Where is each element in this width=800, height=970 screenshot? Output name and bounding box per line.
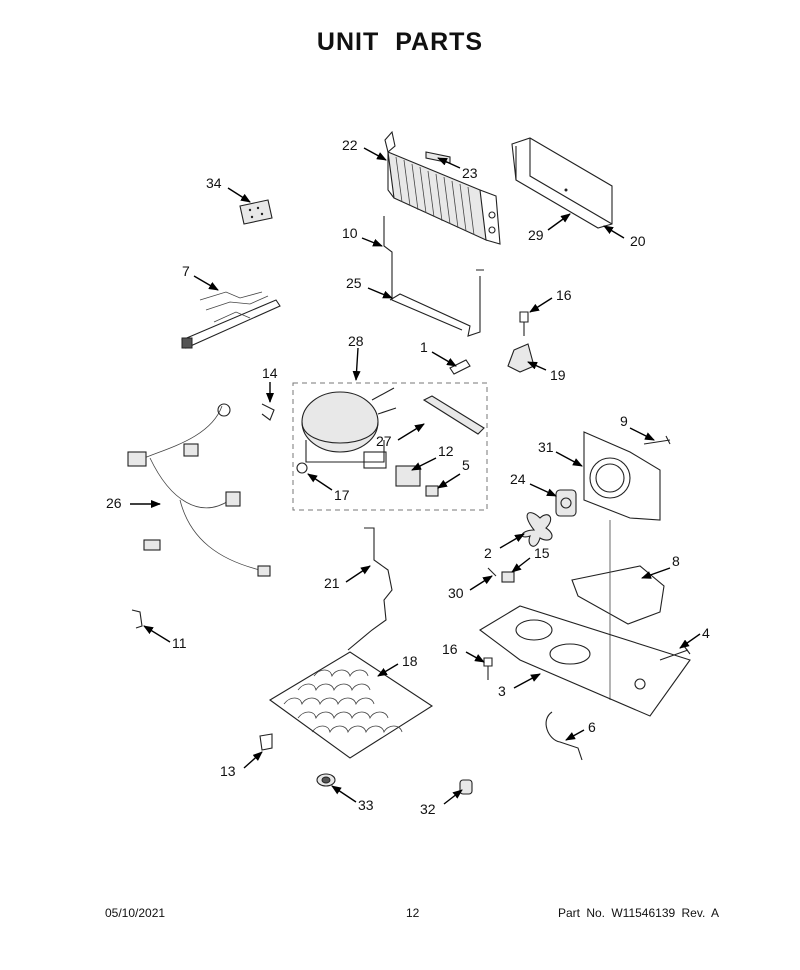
cap-part xyxy=(459,779,473,795)
page-title: UNIT PARTS xyxy=(316,28,484,56)
screw-part xyxy=(519,311,529,336)
fan-screw-part xyxy=(643,435,671,445)
callout-5: 5 xyxy=(462,457,470,473)
fan-motor-part xyxy=(555,489,577,517)
callout-15: 15 xyxy=(534,545,550,561)
callout-32: 32 xyxy=(420,801,436,817)
callout-29: 29 xyxy=(528,227,544,243)
fan-blade-part xyxy=(521,512,553,547)
compressor-assembly-box xyxy=(292,382,488,511)
bracket-part xyxy=(507,343,535,373)
callout-26: 26 xyxy=(106,495,122,511)
callout-25: 25 xyxy=(346,275,362,291)
lower-screw-part xyxy=(483,657,493,680)
footer-page-number: 12 xyxy=(406,906,420,920)
sensor-wire-part xyxy=(545,711,583,761)
callout-16-lower: 16 xyxy=(442,641,458,657)
callout-11: 11 xyxy=(172,635,187,651)
callout-8: 8 xyxy=(672,553,680,569)
main-harness-part xyxy=(127,403,271,577)
grommet-part xyxy=(501,571,515,583)
callout-1: 1 xyxy=(420,339,428,355)
footer-part-number: Part No. W11546139 Rev. A xyxy=(558,906,719,920)
callout-9: 9 xyxy=(620,413,628,429)
callout-3: 3 xyxy=(498,683,506,699)
tube-part xyxy=(383,216,463,331)
compressor-part xyxy=(296,387,397,474)
callout-6: 6 xyxy=(588,719,596,735)
overload-part xyxy=(425,485,439,497)
callout-labels: 22 23 34 29 20 10 7 25 16 28 1 19 14 9 2… xyxy=(106,137,710,817)
small-screw-part xyxy=(487,567,497,577)
callout-14: 14 xyxy=(262,365,278,381)
mount-bracket-part xyxy=(571,565,665,625)
dryer-part xyxy=(422,395,485,435)
callout-30: 30 xyxy=(448,585,464,601)
condenser-part xyxy=(384,130,501,245)
callout-28: 28 xyxy=(348,333,364,349)
heater-clip-part xyxy=(259,733,273,751)
clip-part xyxy=(261,403,275,421)
drain-hose-part xyxy=(347,527,393,651)
callout-22: 22 xyxy=(342,137,358,153)
callout-10: 10 xyxy=(342,225,358,241)
plate-part xyxy=(239,199,273,225)
callout-34: 34 xyxy=(206,175,222,191)
fan-shroud-part xyxy=(583,431,661,521)
evaporator-coil-part xyxy=(269,651,434,759)
callout-24: 24 xyxy=(510,471,526,487)
callout-arrows xyxy=(130,147,701,805)
callout-31: 31 xyxy=(538,439,554,455)
callout-7: 7 xyxy=(182,263,190,279)
footer-date: 05/10/2021 xyxy=(105,906,166,920)
callout-33: 33 xyxy=(358,797,374,813)
callout-18: 18 xyxy=(402,653,418,669)
callout-16-upper: 16 xyxy=(556,287,572,303)
callout-17: 17 xyxy=(334,487,350,503)
callout-20: 20 xyxy=(630,233,646,249)
callout-13: 13 xyxy=(220,763,236,779)
shroud-part xyxy=(511,137,613,229)
base-plate-part xyxy=(479,605,691,717)
callout-21: 21 xyxy=(324,575,340,591)
leveling-screw-part xyxy=(659,645,691,661)
thermostat-part xyxy=(316,773,336,787)
callout-19: 19 xyxy=(550,367,566,383)
small-clip-part xyxy=(131,609,143,629)
callout-12: 12 xyxy=(438,443,454,459)
relay-part xyxy=(395,465,421,487)
drain-tube-part xyxy=(389,269,484,337)
callout-2: 2 xyxy=(484,545,492,561)
wire-harness-part xyxy=(181,291,281,349)
callout-23: 23 xyxy=(462,165,478,181)
fitting-part xyxy=(449,359,471,375)
callout-4: 4 xyxy=(702,625,710,641)
callout-27: 27 xyxy=(376,433,392,449)
